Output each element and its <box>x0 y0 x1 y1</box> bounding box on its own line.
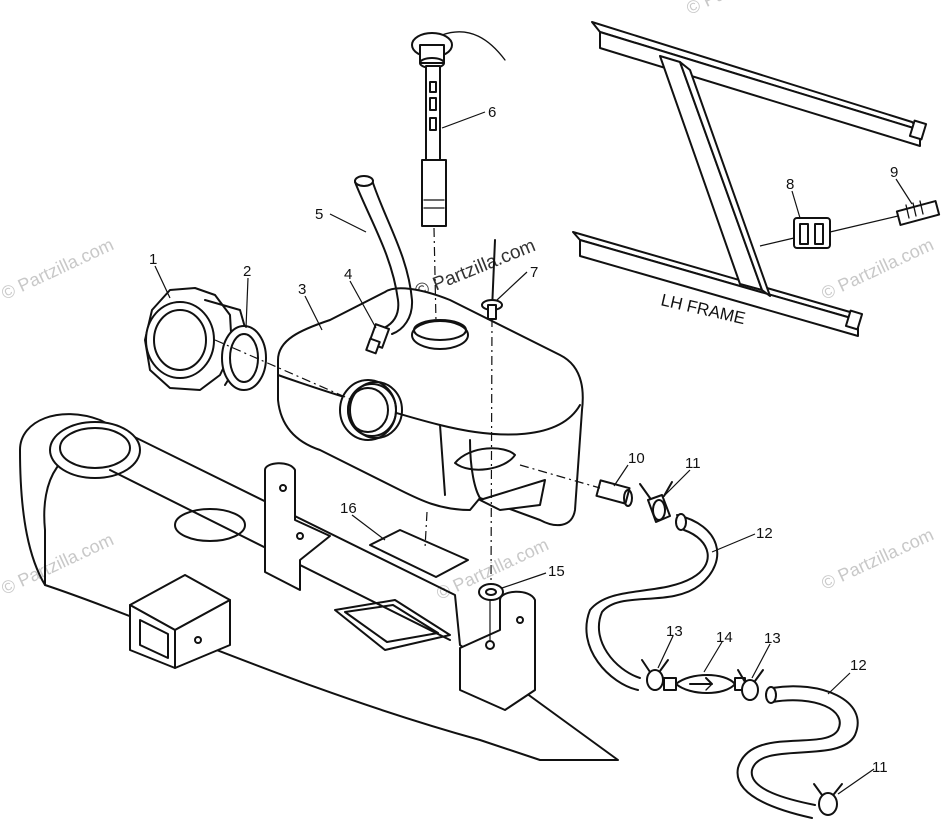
callout-leaders <box>154 111 913 795</box>
callout-1: 1 <box>149 251 157 268</box>
dipstick-part <box>411 31 506 227</box>
elbow-fitting-part <box>365 323 390 355</box>
lh-frame <box>572 21 928 337</box>
watermark: © Partzilla.com <box>0 529 117 598</box>
callout-13: 13 <box>666 623 683 640</box>
oil-tank-part <box>277 287 584 527</box>
callout-4: 4 <box>344 266 352 283</box>
inline-filter-part <box>663 674 746 694</box>
watermark: © Partzilla.com <box>818 234 936 303</box>
tank-pad-part <box>369 529 469 578</box>
watermark: © Partzilla.com <box>0 234 117 303</box>
watermark: © Partzilla.com <box>818 524 936 593</box>
outlet-fitting-part <box>595 479 633 507</box>
assembly-lines <box>214 227 601 640</box>
callout-5: 5 <box>315 206 323 223</box>
hose-clamp-part <box>813 783 843 816</box>
callout-7: 7 <box>530 264 538 281</box>
bolt-part <box>829 200 941 233</box>
tank-mount-bracket-left <box>264 462 331 591</box>
callout-12-lower: 12 <box>850 657 867 674</box>
callout-14: 14 <box>716 629 733 646</box>
grommet-part <box>478 583 504 601</box>
tank-filler-neck <box>339 379 403 441</box>
gasket-part <box>221 325 267 391</box>
callout-11: 11 <box>685 455 701 472</box>
callout-8: 8 <box>786 176 794 193</box>
callout-3: 3 <box>298 281 306 298</box>
callout-12: 12 <box>756 525 773 542</box>
receiver-tube <box>129 574 231 669</box>
tank-mount-bracket-right <box>459 590 536 711</box>
callout-2: 2 <box>243 263 251 280</box>
callout-11-bottom: 11 <box>872 759 888 776</box>
oil-hose-part <box>736 685 859 819</box>
hose-clamp-part <box>639 481 673 523</box>
callout-15: 15 <box>548 563 565 580</box>
watermark: © Partzilla.com <box>683 0 801 19</box>
hose-clamp-part <box>737 669 764 701</box>
hose-clamp-part <box>641 659 669 691</box>
callout-13-right: 13 <box>764 630 781 647</box>
callout-16: 16 <box>340 500 357 517</box>
callout-6: 6 <box>488 104 496 121</box>
callout-9: 9 <box>890 164 898 181</box>
chassis-casting <box>19 413 619 761</box>
vent-hose-part <box>354 175 414 335</box>
frame-clamp-part <box>759 217 831 249</box>
level-rod-part <box>481 239 503 320</box>
callout-10: 10 <box>628 450 645 467</box>
oil-hose-part <box>585 513 719 691</box>
